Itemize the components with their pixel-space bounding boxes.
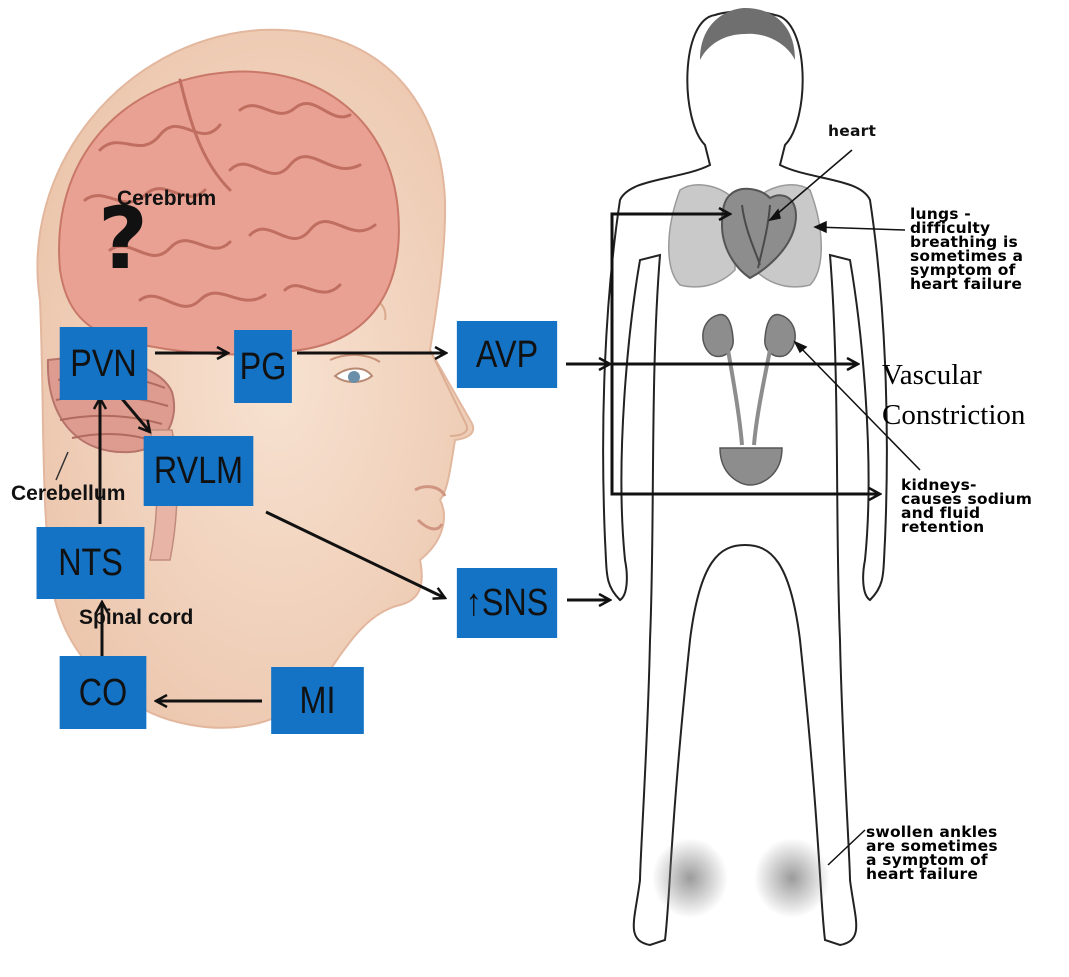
lungs-line: heart failure [910, 277, 1023, 291]
vascular-line: Constriction [882, 395, 1025, 435]
node-pvn: PVN [60, 327, 148, 400]
body-illustration [603, 8, 887, 945]
ankle-left-shading [652, 838, 728, 918]
ankle-right-shading [754, 838, 830, 918]
cerebellum-label: Cerebellum [11, 482, 125, 506]
lungs-label: lungs - difficulty breathing is sometime… [910, 207, 1023, 291]
node-sns: ↑SNS [457, 568, 557, 638]
vascular-line: Vascular [882, 355, 1025, 395]
vascular-label: Vascular Constriction [882, 355, 1025, 435]
node-rvlm: RVLM [144, 436, 254, 506]
unknown-mark: ? [98, 196, 148, 282]
node-co: CO [60, 656, 147, 729]
ankles-line: heart failure [866, 867, 998, 881]
node-mi: MI [271, 667, 364, 734]
ankles-label: swollen ankles are sometimes a symptom o… [866, 825, 998, 881]
node-pg: PG [234, 330, 292, 403]
node-nts: NTS [37, 527, 145, 599]
kidneys-label: kidneys- causes sodium and fluid retenti… [901, 478, 1032, 534]
node-avp: AVP [457, 321, 557, 388]
spinal-cord-label: Spinal cord [79, 606, 193, 630]
kidneys-line: retention [901, 520, 1032, 534]
heart-label: heart [828, 124, 876, 138]
